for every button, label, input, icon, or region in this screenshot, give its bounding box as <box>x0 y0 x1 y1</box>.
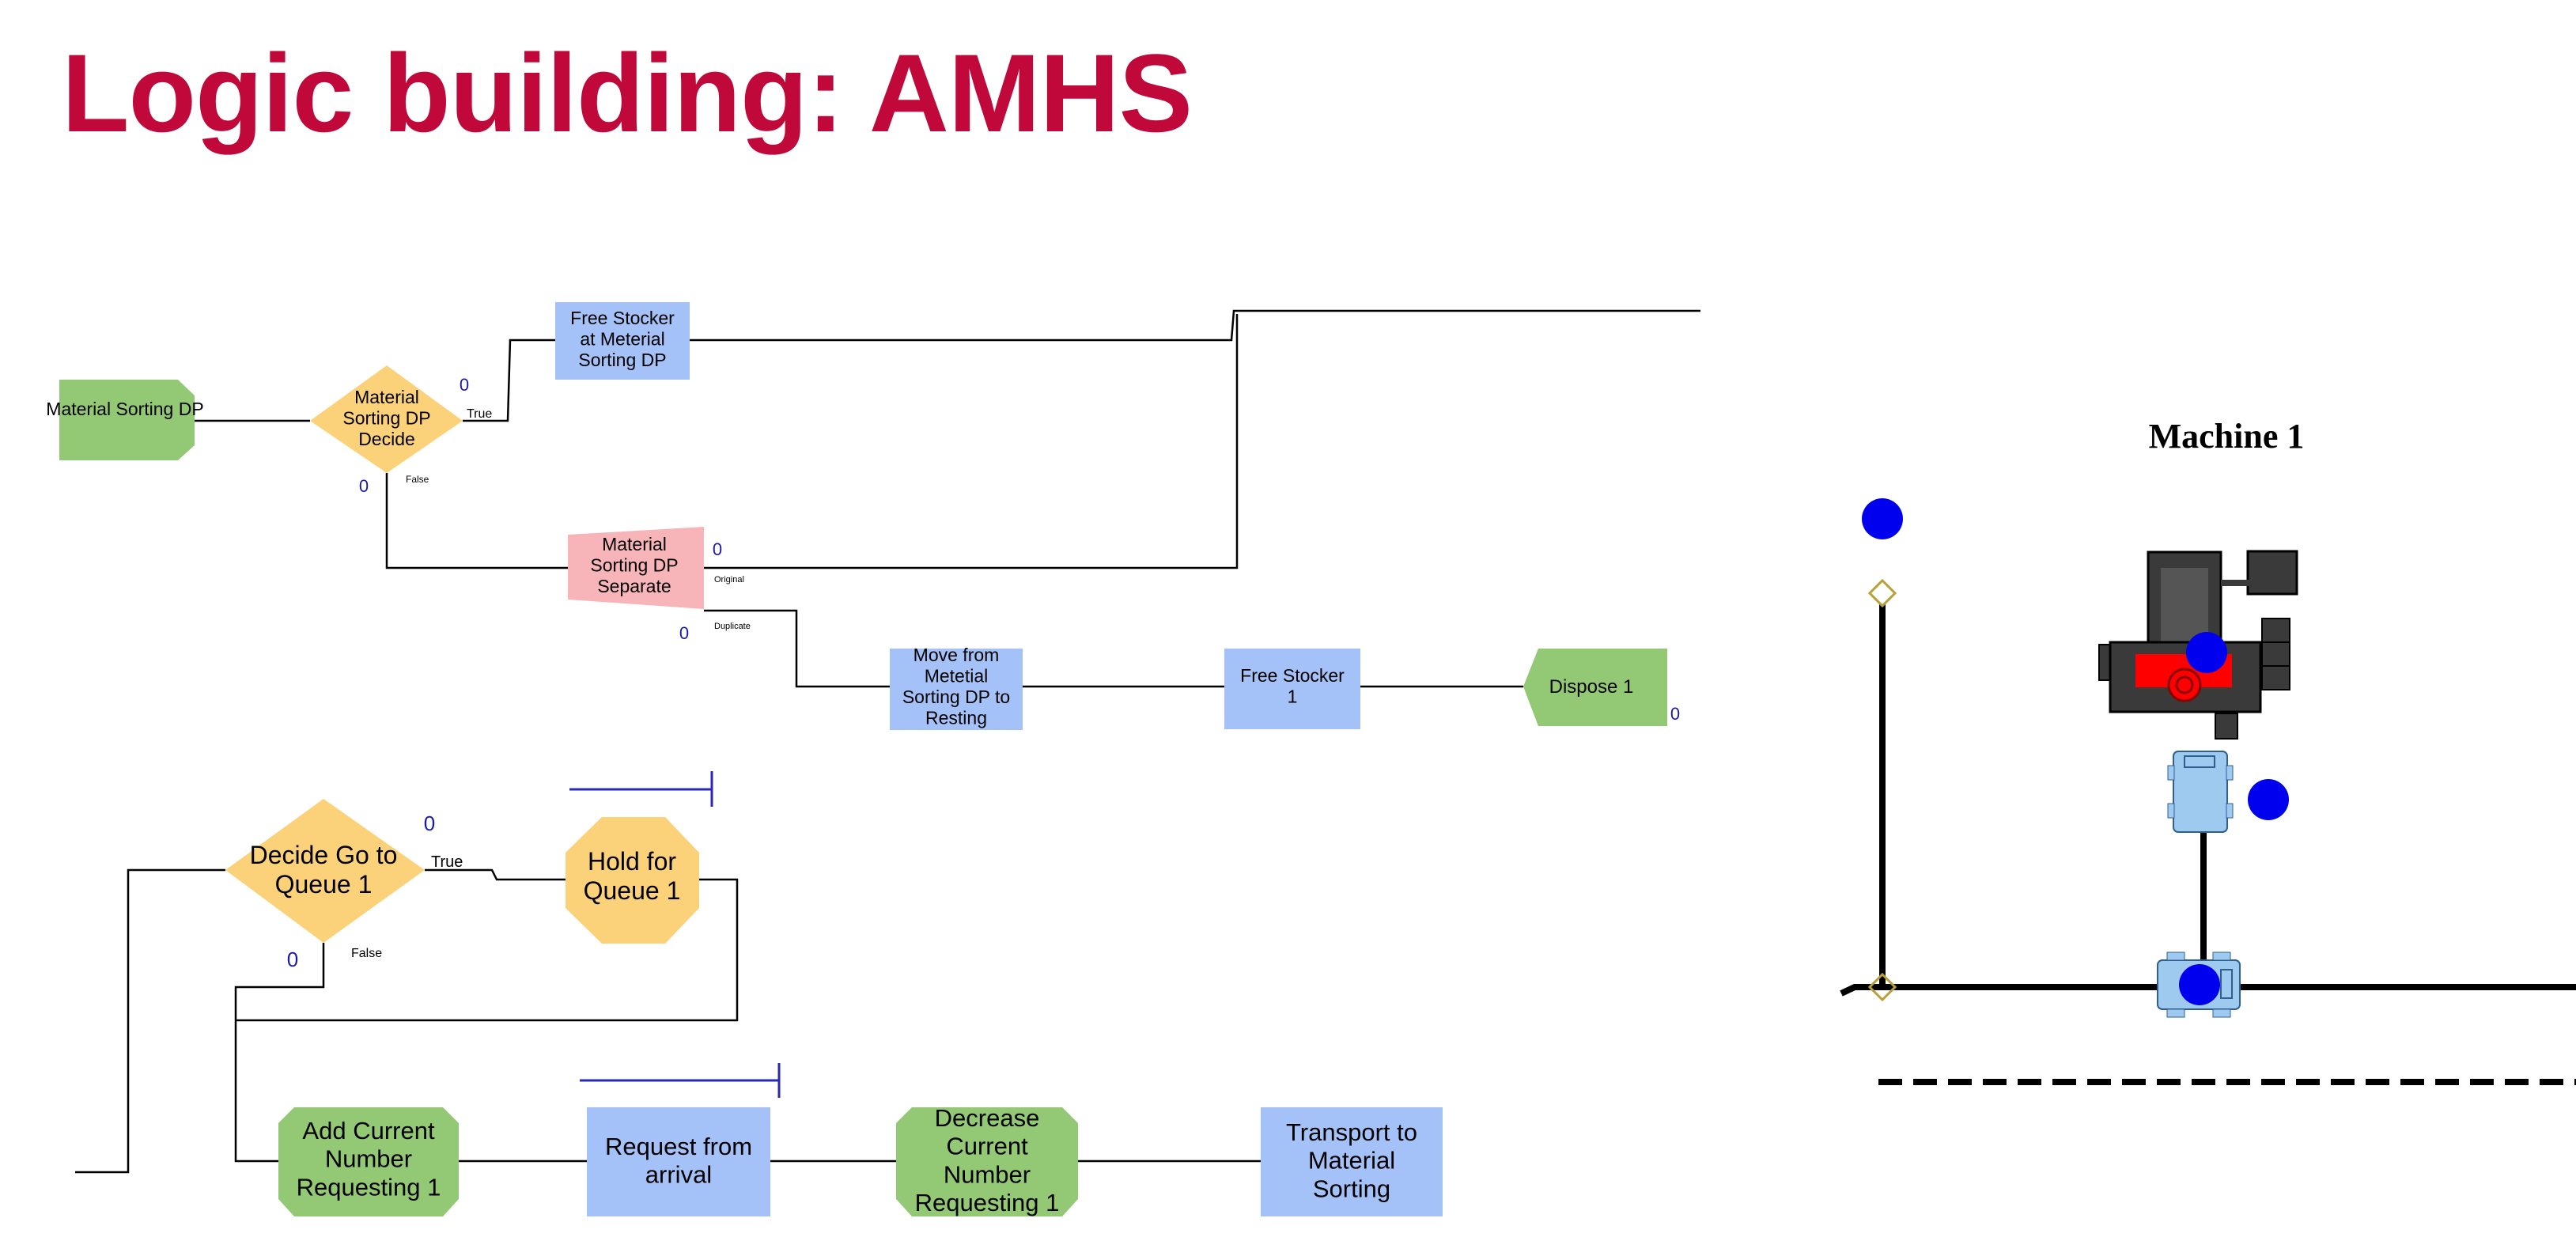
top-annotations: True False Original Duplicate 0 0 0 0 0 <box>359 375 1680 724</box>
counter-separate-original: 0 <box>713 539 722 559</box>
connector-hold-loop <box>236 878 739 1022</box>
top-connectors <box>195 309 1700 688</box>
false-label: False <box>351 947 382 960</box>
duplicate-label: Duplicate <box>714 622 751 631</box>
false-label: False <box>406 474 429 485</box>
connector-free-stocker-out <box>690 309 1700 342</box>
slide-title: Logic building: AMHS <box>62 31 1193 155</box>
counter-decide-true: 0 <box>424 811 435 835</box>
connector-decide-true <box>425 868 566 881</box>
machine-1-graphic <box>2098 550 2298 740</box>
entity-dot <box>2248 779 2289 820</box>
path-horizontal <box>1840 984 2576 997</box>
module-label: Dispose 1 <box>1549 676 1634 698</box>
svg-text:Material Sorting DP: Material Sorting DP <box>46 399 203 419</box>
bottom-annotations: True False 0 0 <box>287 811 463 971</box>
connector-decide-false <box>234 943 325 1163</box>
entity-dot <box>2179 964 2220 1005</box>
connector-decide-true <box>463 339 555 422</box>
counter-dispose: 0 <box>1670 704 1680 724</box>
machine-title: Machine 1 <box>2149 417 2305 456</box>
queue-markers <box>569 771 781 1098</box>
entity-dot <box>1862 498 1903 539</box>
bottom-connectors <box>75 868 1261 1174</box>
original-label: Original <box>714 575 744 584</box>
path-node <box>1867 972 1897 1002</box>
entity-dot <box>2186 632 2227 673</box>
path-node <box>1867 578 1897 608</box>
connector-separate-original <box>704 314 1239 569</box>
vehicle-at-machine <box>2167 751 2234 833</box>
counter-decide-false: 0 <box>359 476 369 496</box>
true-label: True <box>431 853 463 871</box>
connector-entry-to-decide <box>75 868 225 1174</box>
animation-area: Machine 1 <box>1840 417 2576 1085</box>
connector-decide-false <box>385 473 568 569</box>
counter-decide-true: 0 <box>460 375 469 395</box>
counter-separate-duplicate: 0 <box>679 623 689 643</box>
counter-decide-false: 0 <box>287 948 298 971</box>
module-label: Material Sorting DP <box>46 399 203 419</box>
module-dispose-1[interactable]: Dispose 1 <box>1523 649 1667 726</box>
connector-separate-duplicate <box>704 609 890 688</box>
true-label: True <box>467 407 492 421</box>
module-material-sorting-dp[interactable]: Material Sorting DP <box>46 380 204 460</box>
